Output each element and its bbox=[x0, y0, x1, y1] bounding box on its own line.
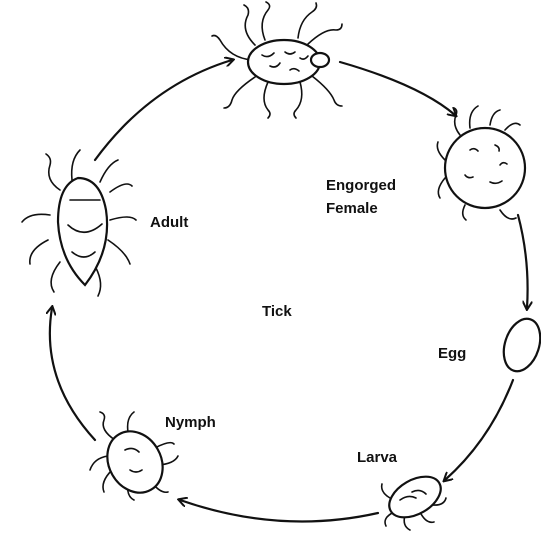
stage-label-egg: Egg bbox=[438, 344, 466, 364]
egg-illustration bbox=[497, 314, 541, 376]
stage-label-nymph: Nymph bbox=[165, 413, 216, 433]
adult-illustration bbox=[22, 150, 136, 296]
arrow-larva-to-nymph bbox=[180, 500, 378, 521]
larva-illustration bbox=[382, 468, 448, 530]
center-label-tick: Tick bbox=[262, 302, 292, 322]
arrow-adult-to-top-tick bbox=[95, 60, 232, 160]
stage-label-engorged-line1: Engorged bbox=[326, 176, 396, 196]
arrow-top-tick-to-engorged-female bbox=[340, 62, 455, 115]
engorged-female-illustration bbox=[437, 106, 525, 220]
stage-label-adult: Adult bbox=[150, 213, 188, 233]
stage-label-larva: Larva bbox=[357, 448, 397, 468]
arrow-egg-to-larva bbox=[445, 380, 513, 480]
arrow-engorged-female-to-egg bbox=[518, 215, 528, 308]
arrow-nymph-to-adult bbox=[50, 308, 95, 440]
stage-label-engorged-line2: Female bbox=[326, 199, 378, 219]
